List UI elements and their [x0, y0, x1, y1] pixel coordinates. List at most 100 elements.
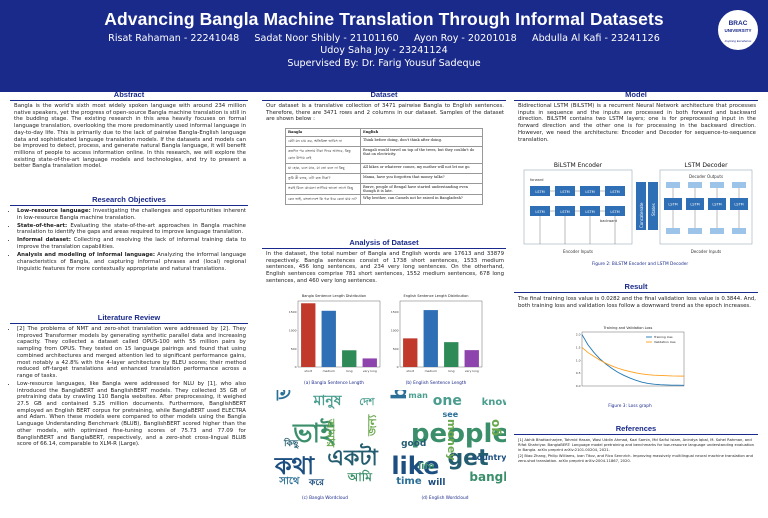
- lstm-decoder-cell: [708, 198, 726, 210]
- concatenate-label: Concatenate: [639, 202, 644, 228]
- encoder-label: BiLSTM Encoder: [554, 162, 603, 169]
- lstm-cell-label: LSTM: [668, 203, 677, 207]
- wordcloud-word: আমি: [347, 470, 372, 485]
- objective-text: Investigating the challenges and opportu…: [17, 208, 247, 221]
- x-tick-label: medium: [425, 369, 437, 373]
- y-tick-label: 1000: [289, 329, 297, 333]
- objectives-list: Low-resource language: Investigating the…: [10, 208, 246, 274]
- bar: [301, 303, 316, 367]
- lstm-cell-label: LSTM: [610, 190, 619, 194]
- decoder-outputs-label: Decoder Outputs: [689, 174, 723, 179]
- cell-bangla: তুমি কী বলছ, এটা কত টাকা?: [285, 173, 361, 185]
- lstm-cell-label: LSTM: [585, 190, 594, 194]
- lstm-forward-cell: [555, 186, 575, 196]
- logo-motto: Inspiring Excellence: [724, 39, 752, 43]
- wordcloud-word: আমার: [324, 419, 338, 448]
- chart-title: Training and Validation Loss: [603, 326, 653, 330]
- bangla-wordcloud: ভালোভাইকথামানুষএকটাআমারসাথেআমিকরেদেশকিছু…: [268, 390, 382, 494]
- lstm-backward-cell: [555, 206, 575, 216]
- loss-line: [581, 334, 685, 386]
- wordcloud-word: একটা: [327, 446, 378, 472]
- cell-english: Why brother, can Camels not be raised in…: [359, 194, 484, 206]
- cell-english: Bengali would travel on top of the trees…: [359, 146, 484, 165]
- lstm-backward-cell: [530, 206, 550, 216]
- table-row: সবাই মিলে ঝামেলা লাগিয়ে ভালো লাগে কিছুB…: [285, 183, 484, 196]
- model-architecture-diagram: BiLSTM Encoder LSTM Decoder forward back…: [523, 162, 753, 254]
- decoder-label: LSTM Decoder: [684, 162, 728, 169]
- y-tick-label: 0.0: [576, 384, 581, 388]
- wordcloud-word: brother: [387, 390, 411, 400]
- decoder-inputs-label: Decoder Inputs: [691, 249, 722, 254]
- authors-line-2: Udoy Saha Joy - 23241124: [320, 45, 448, 57]
- bar: [342, 350, 357, 367]
- lstm-backward-cell: [580, 206, 600, 216]
- wordcloud-word: সাথে: [279, 476, 300, 488]
- decoder-output-token: [666, 182, 680, 188]
- abstract-heading: Abstract: [10, 90, 248, 101]
- literature-item: [2] The problems of NMT and zero-shot tr…: [17, 326, 246, 380]
- objectives-heading: Research Objectives: [10, 195, 248, 206]
- model-heading: Model: [514, 90, 758, 101]
- x-tick-label: very long: [363, 369, 377, 373]
- bar: [403, 338, 418, 367]
- objective-title: State-of-the-art:: [17, 222, 68, 229]
- caption-bangla-length: (a) Bangla Sentence Length: [304, 381, 364, 386]
- table-header-bangla: Bangla: [285, 127, 361, 138]
- cell-bangla: কতদিন পর বাংলায় টাকা ফিরে আসবে, কিন্তু …: [285, 146, 361, 165]
- wordcloud-word: bangladesh: [469, 470, 506, 485]
- caption-english-length: (b) English Sentence Length: [405, 381, 467, 386]
- wordcloud-word: see: [442, 409, 459, 419]
- cell-english: Think before doing, don't think after do…: [359, 136, 484, 148]
- dataset-heading: Dataset: [262, 90, 506, 101]
- wordcloud-word: will: [427, 478, 446, 489]
- objective-text: Analyzing the informal language characte…: [17, 252, 247, 272]
- wordcloud-word: মানুষ: [313, 393, 342, 410]
- english-length-chart: English Sentence Length Distribution0500…: [391, 294, 483, 373]
- lstm-cell-label: LSTM: [734, 203, 743, 207]
- abstract-text: Bangla is the world's sixth most widely …: [14, 103, 246, 170]
- analysis-text: In the dataset, the total number of Bang…: [266, 251, 504, 284]
- wordcloud-word: good: [401, 438, 427, 449]
- legend-label: Training loss: [653, 335, 673, 339]
- cell-english: Brave, people of Bengal have started und…: [359, 183, 484, 196]
- cell-english: Mama, have you forgotten that money talk…: [359, 173, 484, 185]
- cell-english: All hikes or whatever comes, my mother w…: [359, 163, 484, 175]
- lstm-cell-label: LSTM: [560, 190, 569, 194]
- lstm-cell-label: LSTM: [690, 203, 699, 207]
- table-row: যা হোক, চলে যাও, মা তো বলে না কিছুAll hi…: [285, 163, 484, 175]
- analysis-heading: Analysis of Dataset: [262, 238, 506, 249]
- objective-item: Low-resource language: Investigating the…: [17, 208, 246, 221]
- references-heading: References: [514, 424, 758, 435]
- objective-item: State-of-the-art: Evaluating the state-o…: [17, 223, 246, 236]
- lstm-decoder-cell: [730, 198, 748, 210]
- chart-title: English Sentence Length Distribution: [404, 294, 469, 298]
- forward-label: forward: [530, 178, 543, 182]
- literature-heading: Literature Review: [10, 313, 248, 324]
- backward-label: backward: [600, 219, 617, 223]
- wordcloud-word: ভাই: [293, 419, 334, 450]
- states-label: States: [651, 203, 656, 216]
- cell-bangla: যেটা মন চায় কর, অতিরিক্ত ভাবিস না: [285, 136, 361, 148]
- caption-english-wordcloud: (d) English Wordcloud: [421, 496, 469, 501]
- y-tick-label: 500: [291, 347, 297, 351]
- bar: [362, 358, 377, 367]
- objective-title: Low-resource language:: [17, 208, 91, 214]
- lstm-cell-label: LSTM: [712, 203, 721, 207]
- bar: [444, 342, 459, 367]
- y-tick-label: 1500: [391, 310, 399, 314]
- bar: [423, 310, 438, 367]
- decoder-input-token: [666, 228, 680, 234]
- wordcloud-word: ভালো: [271, 390, 295, 400]
- wordcloud-word: people: [410, 419, 506, 450]
- loss-figure-caption: Figure 3: Loss graph: [608, 404, 652, 409]
- decoder-output-token: [732, 182, 746, 188]
- chart-title: Bangla Sentence Length Distribution: [302, 294, 366, 298]
- logo-line-2: UNIVERSITY: [724, 28, 752, 33]
- wordcloud-word: one: [432, 393, 462, 410]
- decoder-input-token: [710, 228, 724, 234]
- reference-item: [1] Abhik Bhattacharjee, Tahmid Hasan, W…: [518, 438, 754, 452]
- x-tick-label: very long: [465, 369, 479, 373]
- logo-line-1: BRAC: [728, 20, 748, 27]
- y-tick-label: 0.5: [576, 371, 581, 375]
